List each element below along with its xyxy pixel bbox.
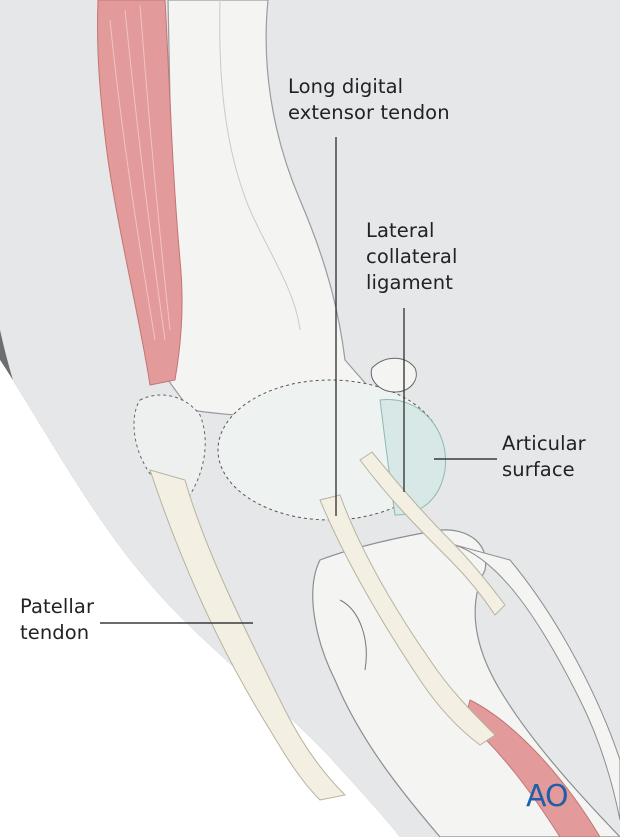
label-lateral-collateral-ligament: Lateral collateral ligament [366,219,458,294]
cranial-tibial-muscle [464,699,601,837]
patellar-tendon-shape [149,469,347,801]
muscle-fibers [109,4,171,341]
femur-contour [219,0,301,331]
fibula [454,544,620,821]
lateral-collateral-ligament-shape [359,451,506,616]
ao-logo: AO [526,779,569,814]
outer-background [0,360,400,837]
label-patellar-tendon: Patellar tendon [20,595,95,644]
long-digital-extensor-tendon-shape [319,494,496,746]
label-long-digital-extensor-tendon: Long digital extensor tendon [288,75,450,124]
tibia-contour [339,599,367,671]
label-articular-surface: Articular surface [502,432,586,481]
fabella [370,357,417,393]
